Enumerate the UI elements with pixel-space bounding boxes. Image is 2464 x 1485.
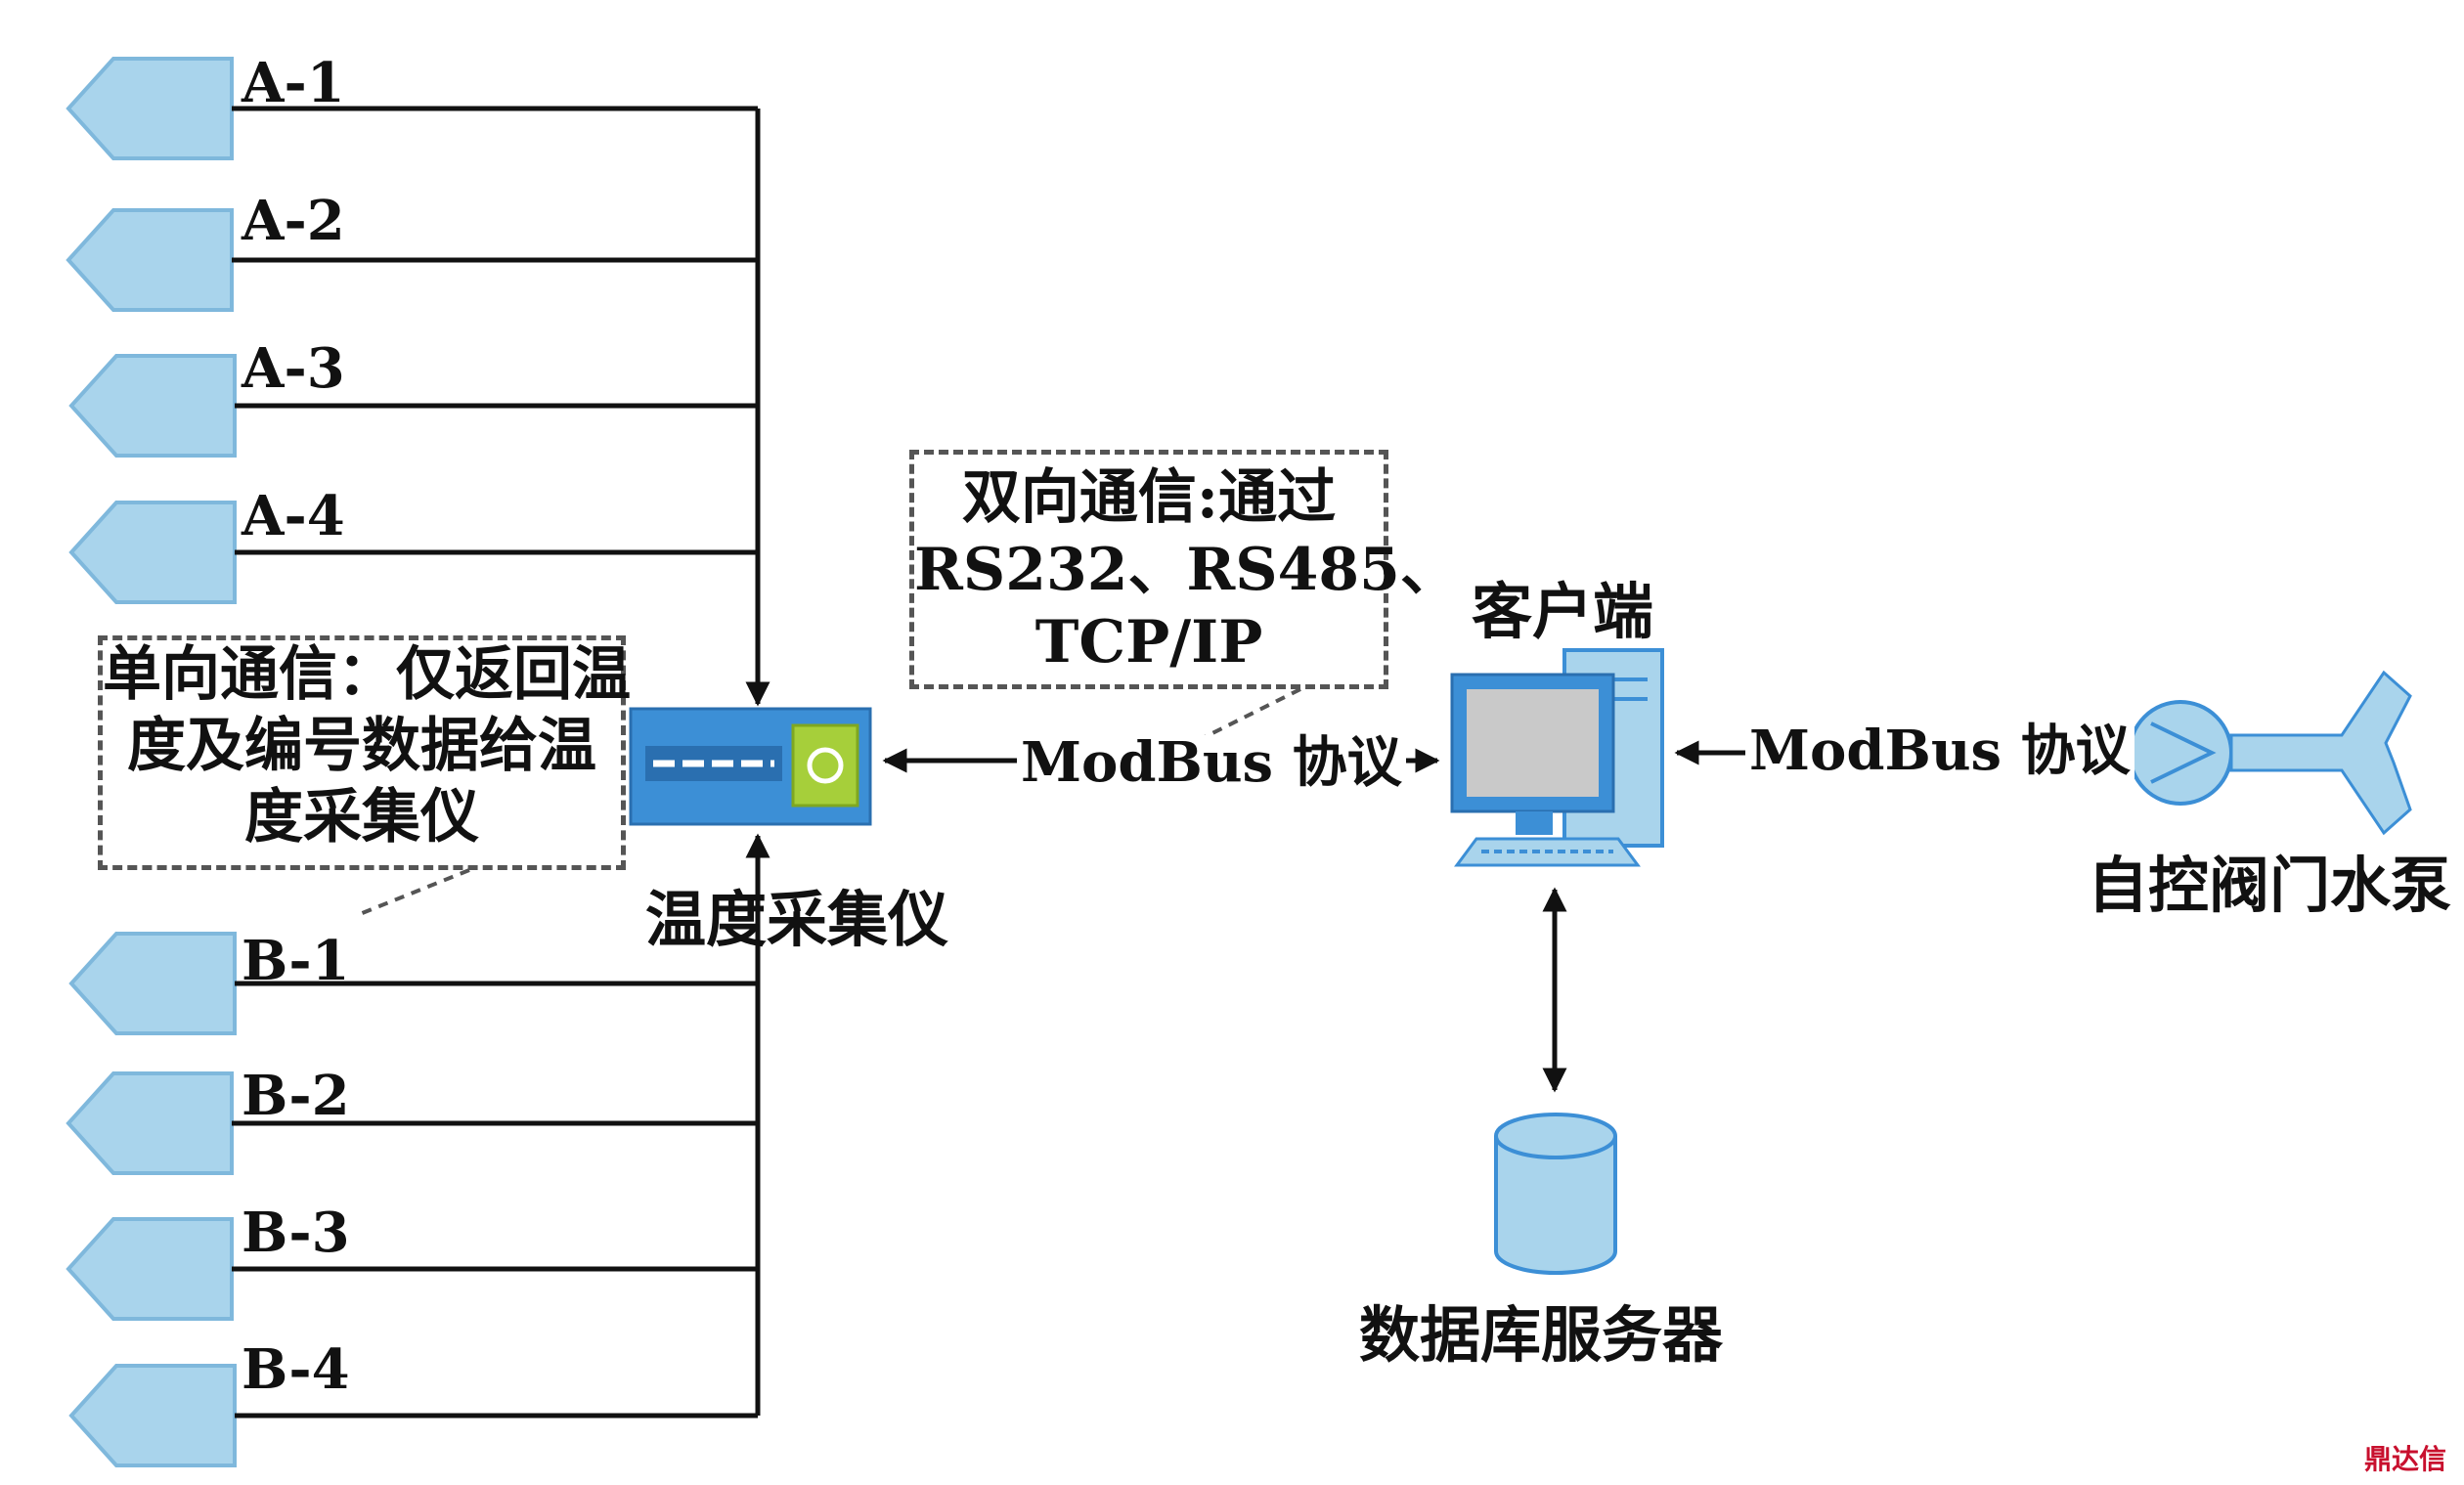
one-way-note: 单向通信：仅返回温 度及编号数据给温 度采集仪 — [98, 635, 631, 870]
watermark-logo: 鼎达信 — [2363, 1443, 2446, 1475]
sensor-label-b2: B-2 — [242, 1064, 350, 1128]
one-way-note-line-2: 度及编号数据给温 — [127, 712, 596, 780]
two-way-note-line-1: 双向通信:通过 — [961, 463, 1337, 532]
sensor-a4 — [68, 501, 758, 604]
sensor-b2-shape — [66, 1071, 234, 1175]
pump-label: 自控阀门水泵 — [2088, 850, 2452, 921]
one-way-note-line-3: 度采集仪 — [244, 783, 479, 852]
sensor-label-a1: A-1 — [242, 51, 345, 115]
sensor-b4 — [68, 1364, 758, 1467]
sensor-a1 — [66, 57, 758, 160]
sensor-a3-shape — [68, 354, 237, 458]
collector-screen — [791, 723, 859, 808]
one-way-note-line-1: 单向通信：仅返回温 — [103, 640, 631, 709]
sensor-label-a3: A-3 — [242, 336, 345, 401]
monitor-neck — [1516, 811, 1553, 835]
database-label: 数据库服务器 — [1359, 1299, 1724, 1371]
db-top — [1494, 1113, 1617, 1159]
sensor-b1 — [68, 932, 758, 1035]
database-icon — [1494, 1113, 1617, 1275]
two-way-note: 双向通信:通过 RS232、RS485、 TCP/IP — [909, 450, 1459, 689]
modbus-protocol-label-left: ModBus 协议 — [1017, 735, 1406, 790]
two-way-note-line-3: TCP/IP — [1034, 608, 1263, 677]
sensor-a2 — [66, 208, 758, 312]
pump-triangle — [2150, 721, 2217, 784]
sensor-a2-shape — [66, 208, 234, 312]
sensor-a3 — [68, 354, 758, 458]
client-label: 客户端 — [1472, 576, 1654, 647]
monitor-screen — [1467, 689, 1599, 797]
pump-valve-icon — [2128, 670, 2412, 836]
sensor-label-b4: B-4 — [242, 1337, 350, 1402]
one-way-note-pointer — [359, 868, 470, 916]
collector-screen-icon — [807, 747, 844, 784]
pump-pipe — [2229, 670, 2412, 836]
collector-label: 温度采集仪 — [645, 884, 949, 955]
two-way-note-line-2: RS232、RS485、 — [914, 536, 1459, 604]
sensor-a1-shape — [66, 57, 234, 160]
sensor-a4-shape — [68, 501, 237, 604]
client-computer-icon — [1450, 648, 1664, 867]
sensor-label-b3: B-3 — [242, 1201, 350, 1265]
sensor-b3-shape — [66, 1217, 234, 1321]
sensor-label-b1: B-1 — [242, 929, 350, 993]
sensor-label-a2: A-2 — [242, 189, 345, 253]
temperature-collector-device — [629, 707, 872, 826]
modbus-protocol-label-right: ModBus 协议 — [1745, 723, 2134, 778]
db-body — [1494, 1136, 1617, 1275]
sensor-label-a4: A-4 — [242, 484, 345, 548]
sensor-b4-shape — [68, 1364, 237, 1467]
sensor-b3 — [66, 1217, 758, 1321]
sensor-b2 — [66, 1071, 758, 1175]
sensor-b1-shape — [68, 932, 237, 1035]
